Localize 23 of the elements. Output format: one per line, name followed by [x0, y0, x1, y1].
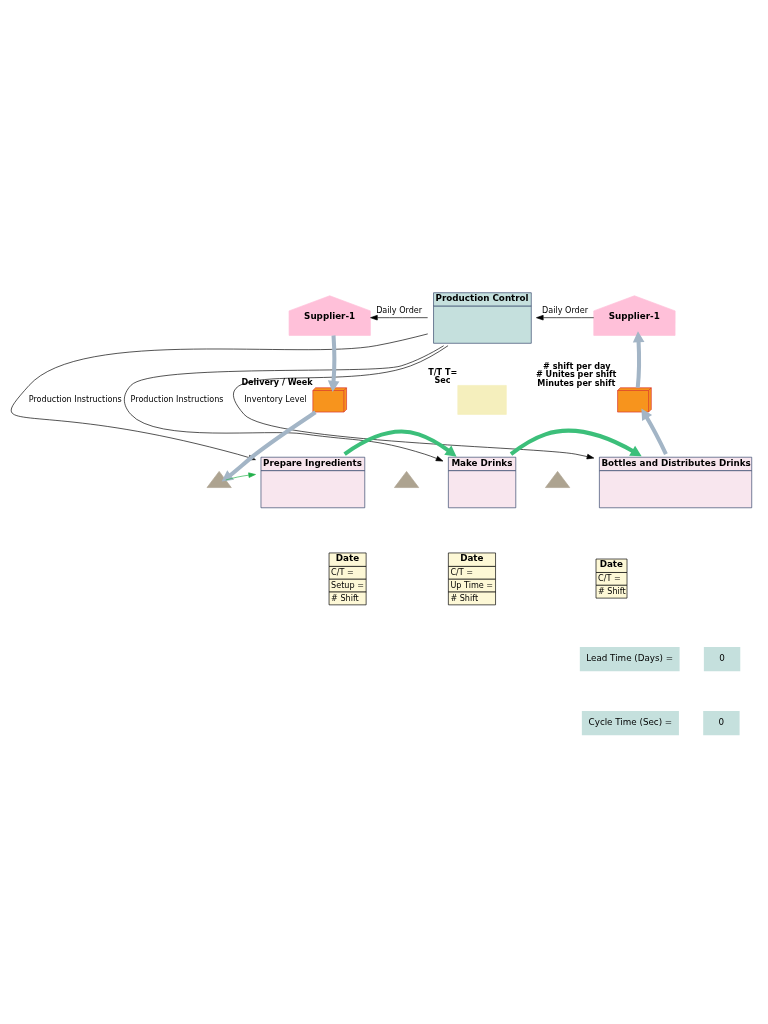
label: 0: [719, 652, 725, 663]
label: Cycle Time (Sec) =: [588, 716, 673, 727]
node-label: T/T T=: [428, 366, 458, 377]
arrow: [370, 314, 428, 320]
edge-label: Inventory Level: [244, 393, 307, 404]
edge-label: Production Instructions: [130, 393, 224, 404]
node-triangle: [545, 470, 571, 488]
arrow: [536, 314, 595, 320]
arrow: [225, 472, 256, 480]
label: 0: [718, 716, 725, 727]
node-triangle: [394, 470, 420, 488]
node-label: Sec: [434, 374, 451, 385]
label: Lead Time (Days) =: [586, 652, 674, 663]
edge-label: Daily Order: [542, 304, 588, 315]
arrow: [343, 429, 457, 457]
arrow: [509, 428, 642, 456]
arrow: [327, 334, 340, 392]
arrow: [641, 407, 668, 455]
arrow: [221, 410, 317, 481]
edge-label: Production Instructions: [28, 393, 122, 404]
node-box: [457, 384, 507, 415]
edge-label: Daily Order: [376, 304, 423, 315]
arrow: [632, 330, 645, 388]
